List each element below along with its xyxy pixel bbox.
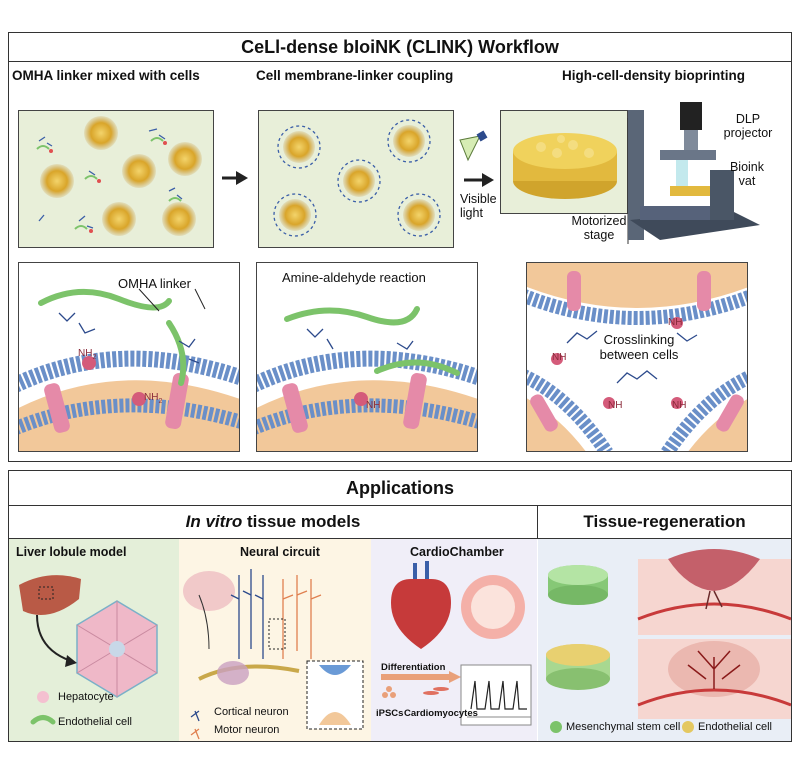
cardio-graphic xyxy=(381,561,532,726)
workflow-title-bar xyxy=(8,32,792,62)
crosslinking-panel xyxy=(526,262,748,452)
invitro-rest: tissue models xyxy=(242,512,361,531)
amine-aldehyde-label: Amine-aldehyde reaction xyxy=(282,270,426,285)
amine-aldehyde-panel xyxy=(256,262,478,452)
hepatocyte-label: Hepatocyte xyxy=(58,691,114,703)
cardiomyocytes-label: Cardiomyocytes xyxy=(404,708,478,719)
regen-graphic xyxy=(546,549,791,733)
liver-title: Liver lobule model xyxy=(16,545,127,559)
nh-label-4: NH xyxy=(608,400,623,411)
cells-mix-graphic xyxy=(36,116,202,236)
light-source-icon xyxy=(459,130,488,162)
nh2-label-1: NH2 xyxy=(78,348,96,361)
regen-header xyxy=(537,505,792,539)
printed-construct-panel xyxy=(500,110,628,214)
invitro-title: In vitro tissue models xyxy=(8,512,538,532)
applications-title: Applications xyxy=(345,478,454,498)
nh-label-2: NH xyxy=(668,317,683,328)
step1-title: OMHA linker mixed with cells xyxy=(12,68,200,83)
nh-label-3: NH xyxy=(552,352,567,363)
visible-light-label: Visible light xyxy=(460,192,497,220)
endothelial-label: Endothelial cell xyxy=(58,716,132,728)
bioink-vat-label: Bioink vat xyxy=(729,160,765,188)
omha-membrane-panel xyxy=(18,262,240,452)
liver-graphic xyxy=(19,575,158,725)
nh2-text: NH xyxy=(78,348,93,359)
nh2-sub: 2 xyxy=(92,354,97,361)
nh-label-1: NH xyxy=(366,400,381,411)
liver-panel xyxy=(9,539,179,741)
step3-title: High-cell-density bioprinting xyxy=(562,68,745,83)
crosslinking-graphic xyxy=(527,263,747,451)
cells-coupled-graphic xyxy=(273,119,441,237)
amine-aldehyde-graphic xyxy=(257,306,477,451)
ipscs-label: iPSCs xyxy=(376,708,404,719)
regen-title: Tissue-regeneration xyxy=(583,512,746,531)
cardio-panel xyxy=(371,539,537,741)
printed-construct-graphic xyxy=(513,133,617,199)
omha-membrane-graphic xyxy=(19,288,239,451)
cells-coupled-panel xyxy=(258,110,454,248)
omha-linker-label: OMHA linker xyxy=(118,276,191,291)
neural-title: Neural circuit xyxy=(240,545,320,559)
neural-graphic xyxy=(183,569,364,740)
motorized-stage-label: Motorized stage xyxy=(571,214,627,242)
nh2-sub-2: 2 xyxy=(158,398,163,405)
step2-title: Cell membrane-linker coupling xyxy=(256,68,454,83)
arrow-right-icon xyxy=(222,171,248,185)
regen-panel xyxy=(538,539,791,741)
invitro-italic: In vitro xyxy=(185,512,243,531)
motor-label: Motor neuron xyxy=(214,724,280,736)
arrow-right-icon-2 xyxy=(464,173,494,187)
dlp-printer-graphic xyxy=(628,102,760,240)
nh2-label-2: NH2 xyxy=(144,392,162,405)
cortical-label: Cortical neuron xyxy=(214,706,289,718)
msc-label: Mesenchymal stem cell xyxy=(566,721,681,733)
endo-cell-label: Endothelial cell xyxy=(698,721,772,733)
nh2-text-2: NH xyxy=(144,392,159,403)
cells-mix-panel xyxy=(18,110,214,248)
differentiation-label: Differentiation xyxy=(381,662,446,673)
workflow-title: CeLl-dense bIoiNK (CLINK) Workflow xyxy=(241,37,559,57)
neural-panel xyxy=(179,539,371,741)
dlp-projector-label: DLP projector xyxy=(723,112,773,140)
crosslinking-label: Crosslinking between cells xyxy=(599,332,679,362)
nh-label-5: NH xyxy=(672,400,687,411)
cardio-title: CardioChamber xyxy=(410,545,504,559)
